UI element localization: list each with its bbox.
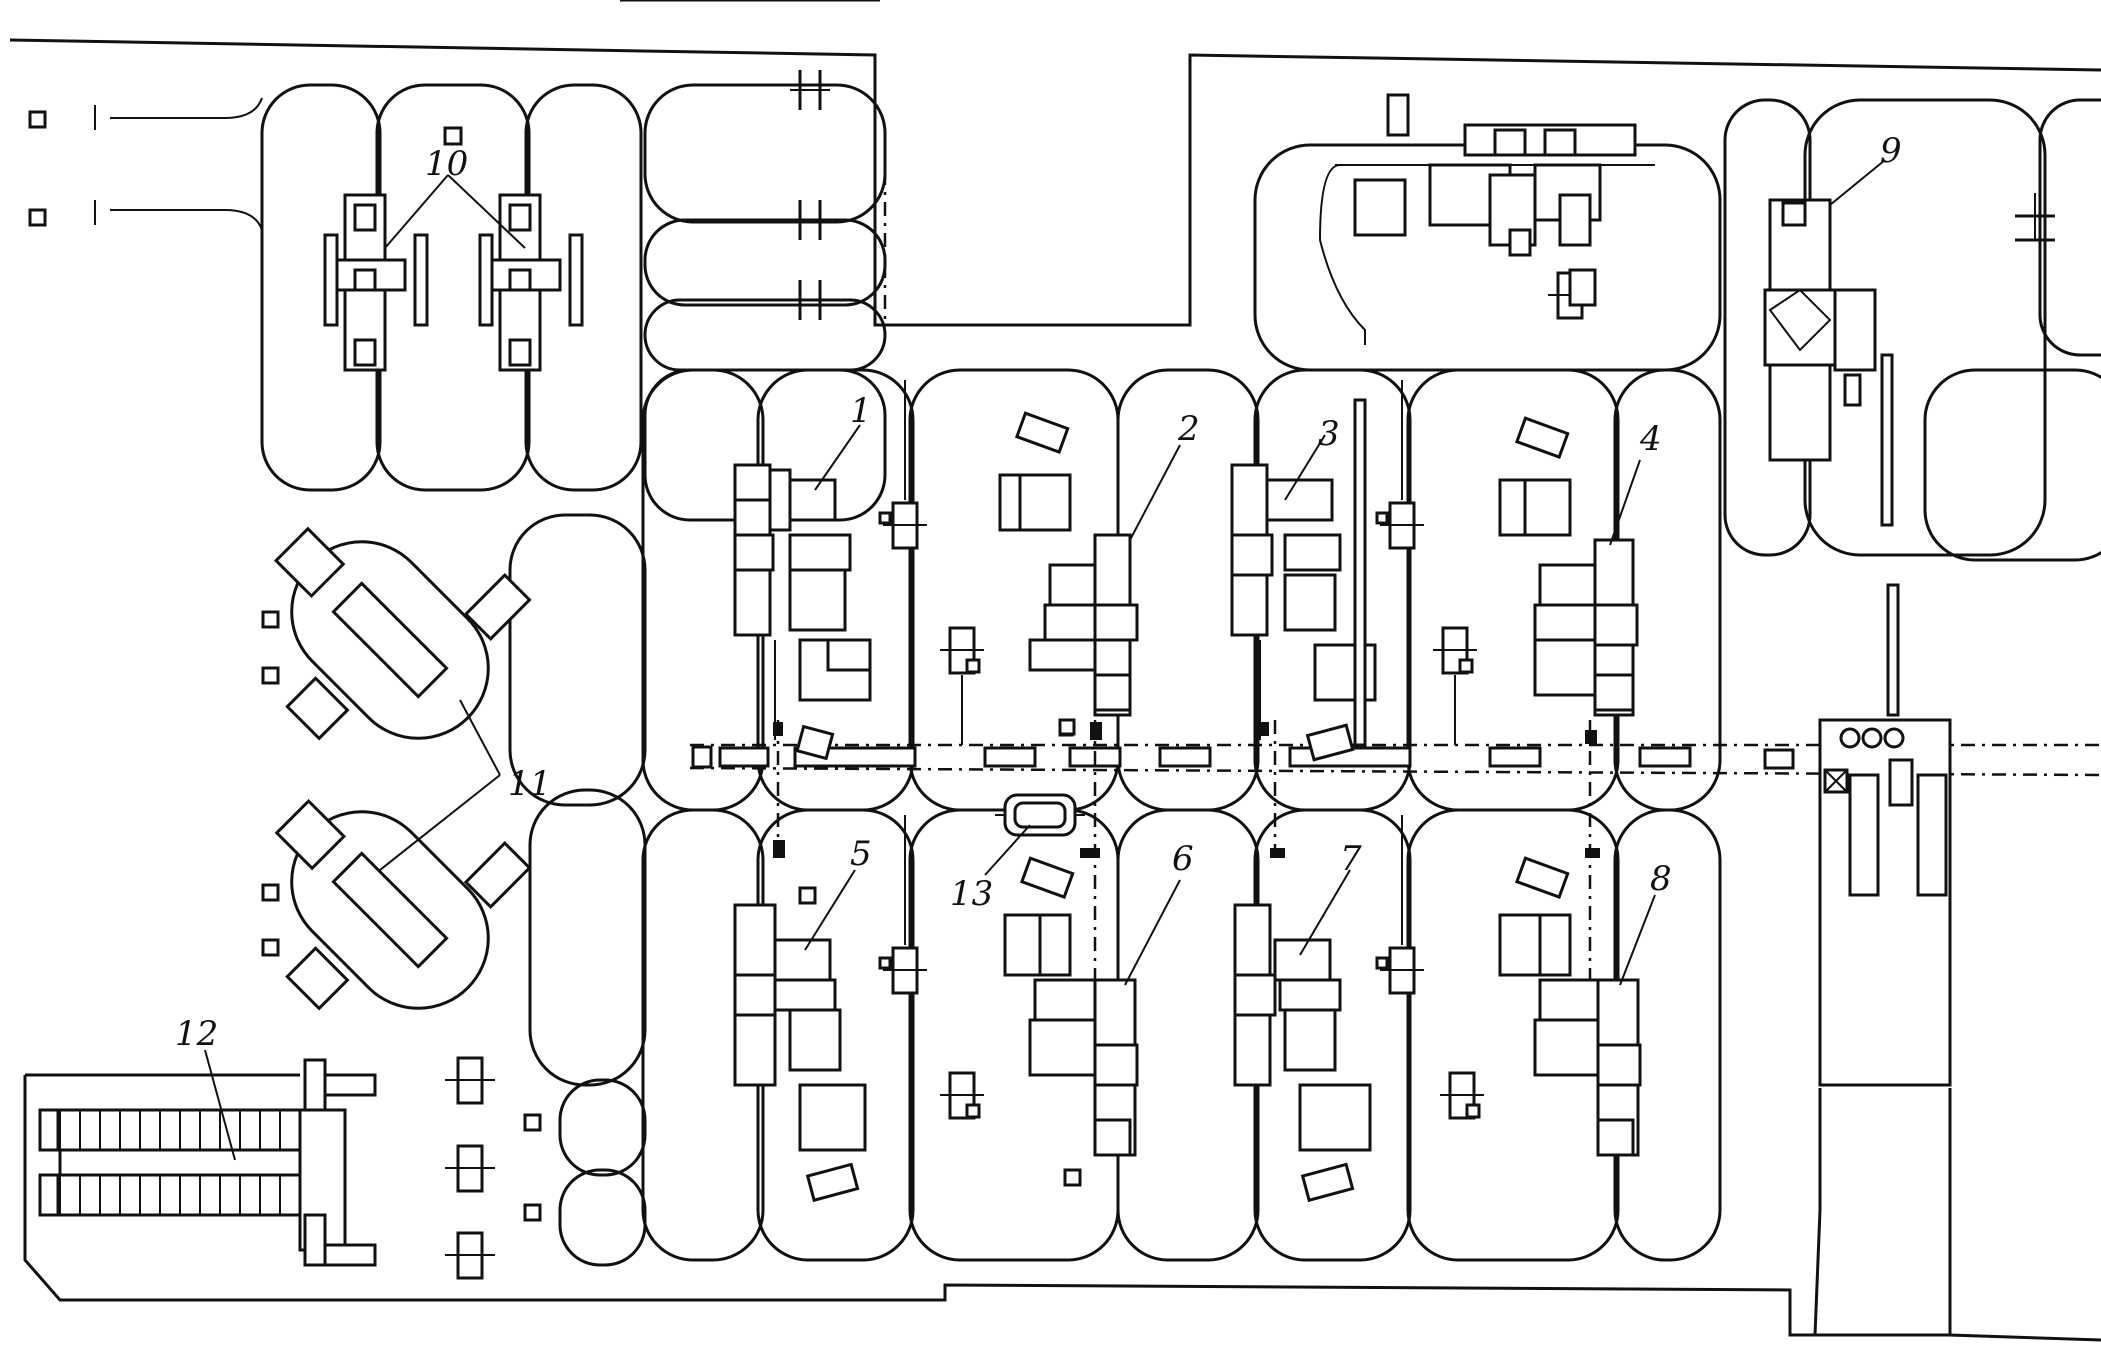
callout-3: 3	[1318, 414, 1340, 454]
callout-8: 8	[1650, 859, 1672, 899]
machine-cluster-6	[1003, 848, 1139, 1187]
leader-lines	[204, 159, 1886, 1161]
callout-2: 2	[1177, 409, 1200, 449]
unit-13	[995, 793, 1085, 837]
machine-cluster-5	[733, 840, 867, 1203]
machine-cluster-4	[1498, 416, 1639, 744]
unit-9	[1763, 198, 1894, 527]
left-robots	[445, 1056, 495, 1280]
machine-cluster-8	[1498, 848, 1642, 1157]
machine-cluster-1	[733, 463, 872, 761]
callout-7: 7	[1340, 839, 1362, 879]
unit-10	[323, 126, 584, 372]
top-center-press-line	[1318, 93, 1655, 345]
machine-cluster-2	[998, 411, 1139, 740]
callout-9: 9	[1880, 131, 1902, 171]
callout-13: 13	[950, 874, 993, 914]
building-outline	[9, 0, 2101, 1342]
callout-labels: 1 2 3 4 5 6 7 8 9 10 11 12 13	[175, 131, 1902, 1054]
callout-12: 12	[175, 1014, 218, 1054]
callout-6: 6	[1172, 839, 1194, 879]
callout-5: 5	[850, 834, 872, 874]
marker-squares	[28, 110, 1076, 1222]
callout-1: 1	[850, 391, 872, 431]
machine-cluster-7	[1233, 848, 1372, 1203]
machine-cluster-3	[1230, 398, 1377, 762]
exit-station	[1818, 583, 1952, 1087]
callout-11: 11	[508, 764, 551, 804]
unit-11	[273, 526, 532, 1011]
unit-12	[38, 1058, 377, 1267]
callout-10: 10	[425, 144, 468, 184]
wall-stands	[790, 70, 2055, 320]
callout-4: 4	[1639, 419, 1662, 459]
